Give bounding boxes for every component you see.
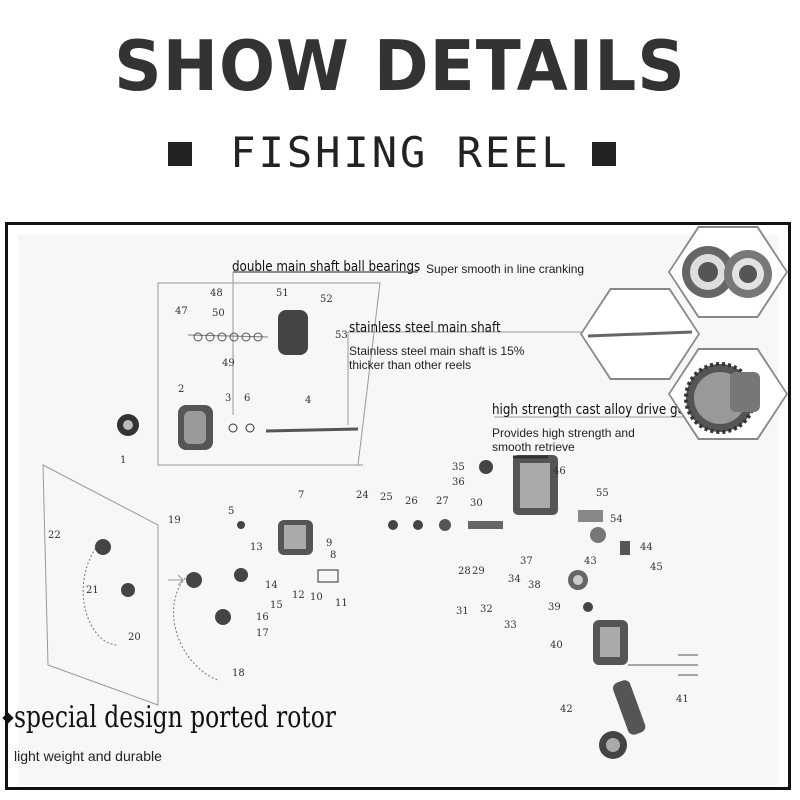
- rotor-callout-title: special design ported rotor: [14, 700, 336, 735]
- part-number-22: 22: [48, 530, 61, 541]
- part-number-54: 54: [610, 514, 623, 525]
- part-number-7: 7: [298, 490, 305, 501]
- page-title: SHOW DETAILS: [114, 26, 686, 107]
- upper-spool-part: [278, 310, 308, 355]
- inset-frame-left: [42, 464, 159, 706]
- part-number-3: 3: [225, 393, 232, 404]
- part-number-18: 18: [232, 668, 245, 679]
- bearings-callout-title: double main shaft ball bearings: [232, 259, 421, 275]
- part-number-21: 21: [86, 585, 99, 596]
- part-number-29: 29: [472, 566, 485, 577]
- part-number-12: 12: [292, 590, 305, 601]
- part-number-27: 27: [436, 496, 449, 507]
- part-number-38: 38: [528, 580, 541, 591]
- right-square-decoration: [592, 142, 616, 166]
- part-number-4: 4: [305, 395, 312, 406]
- gear-photo-frame: [668, 348, 788, 440]
- part-number-19: 19: [168, 515, 181, 526]
- part-number-44: 44: [640, 542, 653, 553]
- part-number-35: 35: [452, 462, 465, 473]
- part-number-14: 14: [265, 580, 278, 591]
- ball-bearings-image: [682, 246, 772, 298]
- part-number-47: 47: [175, 306, 188, 317]
- part-number-10: 10: [310, 592, 323, 603]
- bearings-callout-desc: Super smooth in line cranking: [426, 262, 585, 276]
- part-number-55: 55: [596, 488, 609, 499]
- part-number-2: 2: [178, 384, 185, 395]
- part-number-33: 33: [504, 620, 517, 631]
- part-number-24: 24: [356, 490, 369, 501]
- part-number-40: 40: [550, 640, 563, 651]
- part-number-49: 49: [222, 358, 235, 369]
- part-number-52: 52: [320, 294, 333, 305]
- part-number-50: 50: [212, 308, 225, 319]
- part-number-25: 25: [380, 492, 393, 503]
- page-subtitle: FISHING REEL: [230, 128, 570, 177]
- part-number-41: 41: [676, 694, 689, 705]
- part-number-15: 15: [270, 600, 283, 611]
- part-number-5: 5: [228, 506, 235, 517]
- part-number-45: 45: [650, 562, 663, 573]
- handle-part: [612, 680, 646, 735]
- part-number-16: 16: [256, 612, 269, 623]
- part-number-51: 51: [276, 288, 289, 299]
- rotor-callout-desc: light weight and durable: [14, 748, 162, 764]
- shaft-photo-frame: [580, 288, 700, 380]
- part-number-37: 37: [520, 556, 533, 567]
- part-number-26: 26: [405, 496, 418, 507]
- drive-gear-image: [684, 362, 760, 434]
- part-number-11: 11: [335, 598, 348, 609]
- part-number-39: 39: [548, 602, 561, 613]
- part-number-30: 30: [470, 498, 483, 509]
- part-number-43: 43: [584, 556, 597, 567]
- gear-callout-title: high strength cast alloy drive gear: [492, 402, 698, 418]
- left-square-decoration: [168, 142, 192, 166]
- part-number-31: 31: [456, 606, 469, 617]
- gear-callout-desc: Provides high strength and smooth retrie…: [492, 426, 635, 454]
- part-number-9: 9: [326, 538, 333, 549]
- part-number-17: 17: [256, 628, 269, 639]
- part-number-1: 1: [120, 455, 127, 466]
- main-shaft-image: [587, 330, 693, 338]
- part-number-53: 53: [335, 330, 348, 341]
- part-number-42: 42: [560, 704, 573, 715]
- shaft-callout-title: stainless steel main shaft: [349, 320, 501, 336]
- part-number-48: 48: [210, 288, 223, 299]
- part-number-46: 46: [553, 466, 566, 477]
- part-number-20: 20: [128, 632, 141, 643]
- part-number-13: 13: [250, 542, 263, 553]
- main-shaft-part: [265, 427, 359, 433]
- part-number-28: 28: [458, 566, 471, 577]
- part-number-8: 8: [330, 550, 337, 561]
- part-number-32: 32: [480, 604, 493, 615]
- part-number-6: 6: [244, 393, 251, 404]
- part-number-34: 34: [508, 574, 521, 585]
- shaft-callout-desc: Stainless steel main shaft is 15% thicke…: [349, 344, 525, 372]
- part-number-36: 36: [452, 477, 465, 488]
